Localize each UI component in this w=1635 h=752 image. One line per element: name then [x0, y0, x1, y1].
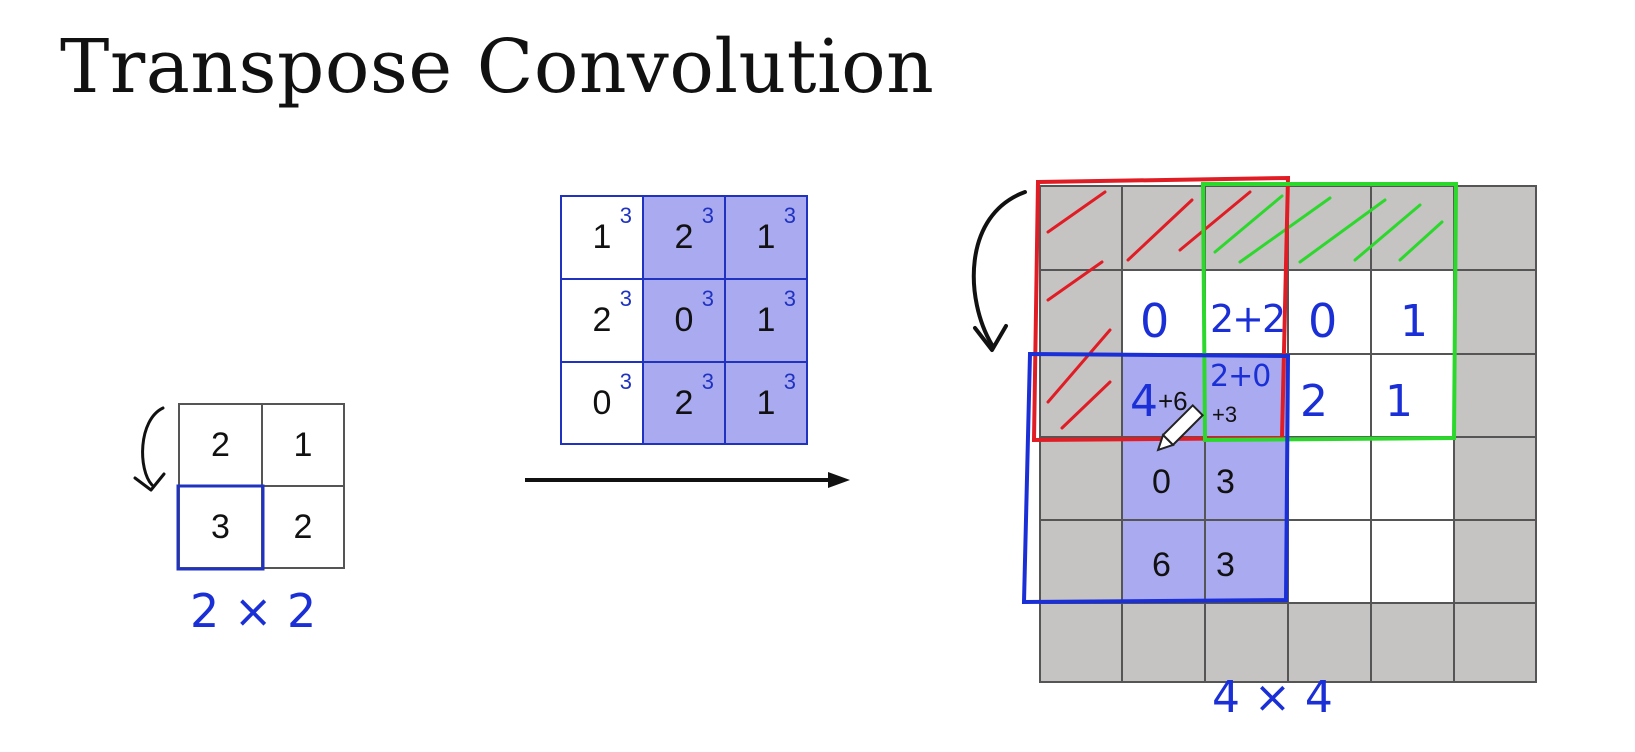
- handwritten-value: 2: [1300, 376, 1328, 427]
- output-size-label: 4 × 4: [1212, 672, 1333, 723]
- output-value: 6: [1152, 546, 1171, 584]
- filter-multiplier: 3: [783, 369, 796, 394]
- filter-multiplier: 3: [619, 369, 632, 394]
- handwritten-value: 4: [1130, 376, 1158, 427]
- output-curved-arrow: [971, 190, 1027, 347]
- filter-multiplier: 3: [619, 286, 632, 311]
- filter-multiplier: 3: [783, 203, 796, 228]
- output-value: 3: [1216, 463, 1235, 501]
- filter-multiplier: 3: [701, 203, 714, 228]
- handwritten-value: 2+0: [1210, 359, 1271, 394]
- input-curved-arrow: [141, 406, 165, 487]
- handwritten-value: 0: [1308, 294, 1338, 348]
- handwritten-addend: +6: [1158, 386, 1188, 416]
- input-highlight: [176, 484, 265, 571]
- filter-multiplier: 3: [783, 286, 796, 311]
- handwritten-value: 2+2: [1210, 297, 1286, 341]
- input-size-label: 2 × 2: [190, 584, 317, 638]
- handwritten-value: 1: [1400, 296, 1428, 347]
- output-value: 0: [1152, 463, 1171, 501]
- input-curved-arrowhead: [133, 472, 166, 492]
- filter-multiplier: 3: [619, 203, 632, 228]
- transform-arrow-head: [828, 472, 850, 488]
- pencil-icon: [1156, 403, 1205, 452]
- filter-multiplier: 3: [701, 369, 714, 394]
- handwritten-value: 0: [1140, 294, 1170, 348]
- filter-multiplier: 3: [701, 286, 714, 311]
- output-value: 3: [1216, 546, 1235, 584]
- blue-window: [1021, 351, 1291, 605]
- handwritten-addend: +3: [1212, 402, 1238, 427]
- handwritten-value: 1: [1385, 376, 1413, 427]
- output-curved-arrowhead: [973, 324, 1008, 352]
- slide-title: Transpose Convolution: [60, 24, 935, 110]
- red-hatching: [1046, 190, 1252, 430]
